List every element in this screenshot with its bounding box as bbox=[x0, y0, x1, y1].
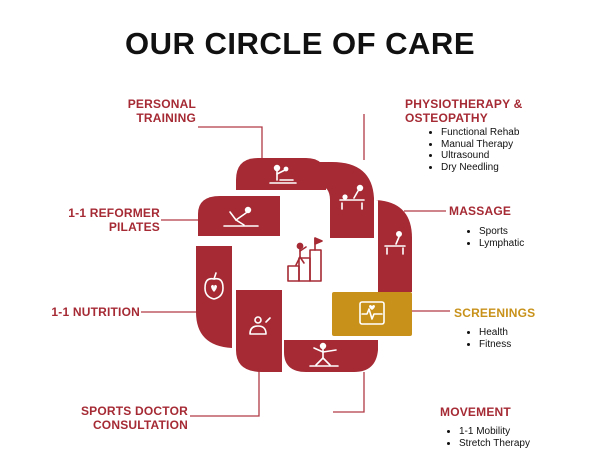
segment-screenings[interactable] bbox=[332, 292, 412, 336]
massage-table-icon bbox=[384, 231, 406, 255]
segment-sports-doctor[interactable] bbox=[236, 290, 282, 372]
list-item: Health bbox=[479, 327, 511, 339]
connector-lines bbox=[141, 114, 450, 417]
doctor-icon bbox=[249, 316, 271, 335]
list-item: Stretch Therapy bbox=[459, 438, 530, 450]
list-item: Functional Rehab bbox=[441, 127, 519, 139]
label-massage: MASSAGE bbox=[449, 204, 512, 218]
label-sports-doctor: SPORTS DOCTOR CONSULTATION bbox=[80, 404, 188, 432]
movement-list: 1-1 Mobility Stretch Therapy bbox=[446, 426, 530, 449]
list-item: Ultrasound bbox=[441, 150, 519, 162]
label-reformer-pilates: 1-1 REFORMER PILATES bbox=[68, 206, 160, 234]
trainer-icon bbox=[269, 164, 297, 184]
list-item: Fitness bbox=[479, 339, 511, 351]
pilates-icon bbox=[223, 206, 259, 227]
segment-nutrition[interactable] bbox=[196, 246, 232, 348]
massage-list: Sports Lymphatic bbox=[466, 226, 524, 249]
list-item: Manual Therapy bbox=[441, 139, 519, 151]
segment-movement[interactable] bbox=[284, 340, 378, 372]
label-physiotherapy: PHYSIOTHERAPY & OSTEOPATHY bbox=[405, 97, 523, 125]
physio-treatment-icon bbox=[339, 184, 365, 210]
list-item: 1-1 Mobility bbox=[459, 426, 530, 438]
label-screenings: SCREENINGS bbox=[454, 306, 536, 320]
label-nutrition: 1-1 NUTRITION bbox=[51, 305, 140, 319]
label-personal-training: PERSONAL TRAINING bbox=[127, 97, 196, 125]
list-item: Dry Needling bbox=[441, 162, 519, 174]
apple-heart-icon bbox=[204, 272, 224, 300]
stretching-person-icon bbox=[309, 342, 339, 367]
list-item: Lymphatic bbox=[479, 238, 524, 250]
physiotherapy-list: Functional Rehab Manual Therapy Ultrasou… bbox=[428, 127, 519, 173]
label-movement: MOVEMENT bbox=[440, 405, 511, 419]
list-item: Sports bbox=[479, 226, 524, 238]
person-climbing-to-flag-icon bbox=[287, 237, 323, 282]
heart-monitor-icon bbox=[359, 301, 385, 325]
segment-reformer-pilates[interactable] bbox=[198, 196, 280, 236]
page-title: OUR CIRCLE OF CARE bbox=[125, 26, 475, 61]
screenings-list: Health Fitness bbox=[466, 327, 511, 350]
segment-personal-training[interactable] bbox=[236, 158, 326, 190]
